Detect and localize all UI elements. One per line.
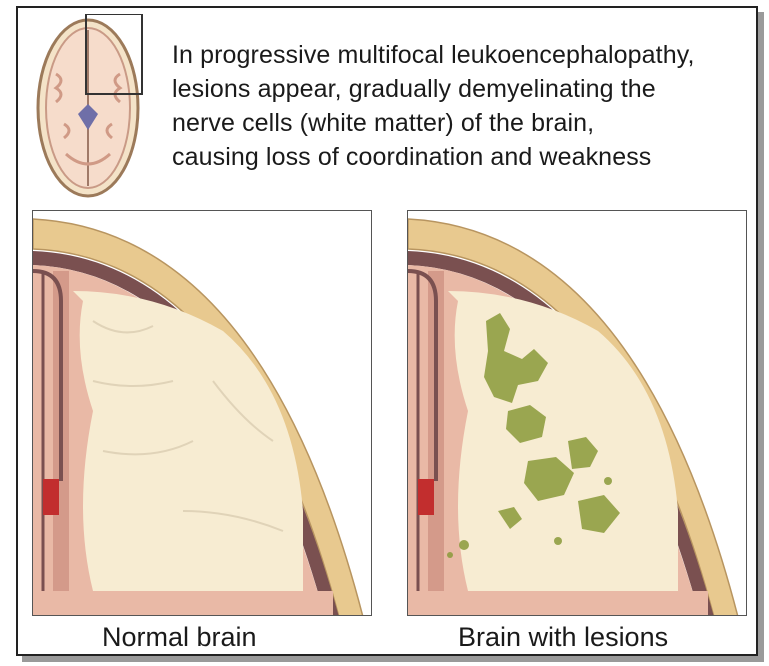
description-line: causing loss of coordination and weaknes… xyxy=(172,140,762,174)
description-line: In progressive multifocal leukoencephalo… xyxy=(172,38,762,72)
description-text: In progressive multifocal leukoencephalo… xyxy=(172,38,762,174)
description-line: nerve cells (white matter) of the brain, xyxy=(172,106,762,140)
lesions-brain-panel xyxy=(407,210,747,616)
frame-shadow-bottom xyxy=(22,656,764,662)
axial-brain-thumbnail xyxy=(36,14,156,198)
lesions-brain-illustration xyxy=(408,211,747,616)
normal-brain-panel xyxy=(32,210,372,616)
caption-normal-brain: Normal brain xyxy=(102,622,257,653)
caption-brain-with-lesions: Brain with lesions xyxy=(458,622,668,653)
normal-brain-illustration xyxy=(33,211,372,616)
description-line: lesions appear, gradually demyelinating … xyxy=(172,72,762,106)
